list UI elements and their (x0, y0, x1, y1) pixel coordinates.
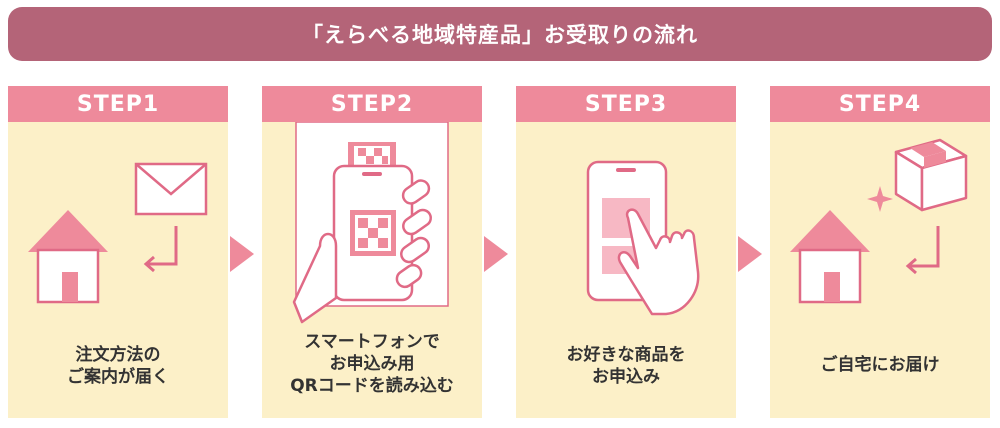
step-2-label: STEP2 (262, 86, 482, 122)
return-arrow-icon (143, 226, 178, 273)
step-2-text-line: スマートフォンで (304, 332, 440, 352)
package-box-icon (894, 138, 968, 212)
step-arrow-3 (738, 236, 762, 272)
step-3-card: STEP3 お好きな商品を お申込み (516, 86, 736, 418)
step-3-text-line: お申込み (592, 367, 660, 387)
step-3-illustration (586, 160, 700, 316)
envelope-icon (134, 162, 208, 216)
step-1-label: STEP1 (8, 86, 228, 122)
step-2-card: STEP2 スマートフォンで お申込み用 QRコードを読み込む (262, 86, 482, 418)
step-2-text-line: お申込み用 (329, 354, 415, 374)
step-arrow-1 (230, 236, 254, 272)
hand-icon (292, 179, 432, 324)
smartphone-icon (332, 164, 414, 302)
step-1-text-line: ご案内が届く (67, 367, 169, 387)
step-2-description: スマートフォンで お申込み用 QRコードを読み込む (262, 331, 482, 397)
step-4-illustration (790, 138, 968, 304)
flow-title: 「えらべる地域特産品」お受取りの流れ (8, 7, 992, 61)
step-4-card: STEP4 ご自宅にお届け (770, 86, 990, 418)
step-1-text-line: 注文方法の (75, 345, 161, 365)
step-1-illustration (28, 162, 208, 304)
house-icon (28, 210, 108, 304)
step-arrow-2 (484, 236, 508, 272)
sparkle-icon (867, 186, 893, 212)
step-3-label: STEP3 (516, 86, 736, 122)
step-4-text-line: ご自宅にお届け (820, 355, 940, 375)
house-icon (790, 210, 870, 304)
step-4-description: ご自宅にお届け (770, 354, 990, 376)
return-arrow-icon (905, 226, 940, 275)
step-3-text-line: お好きな商品を (566, 345, 686, 365)
step-3-description: お好きな商品を お申込み (516, 344, 736, 388)
step-2-illustration (292, 122, 449, 324)
step-4-label: STEP4 (770, 86, 990, 122)
step-1-description: 注文方法の ご案内が届く (8, 344, 228, 388)
step-1-card: STEP1 注文方法の ご案内が届く (8, 86, 228, 418)
tap-hand-icon (617, 208, 700, 316)
step-2-text-line: QRコードを読み込む (290, 376, 454, 396)
